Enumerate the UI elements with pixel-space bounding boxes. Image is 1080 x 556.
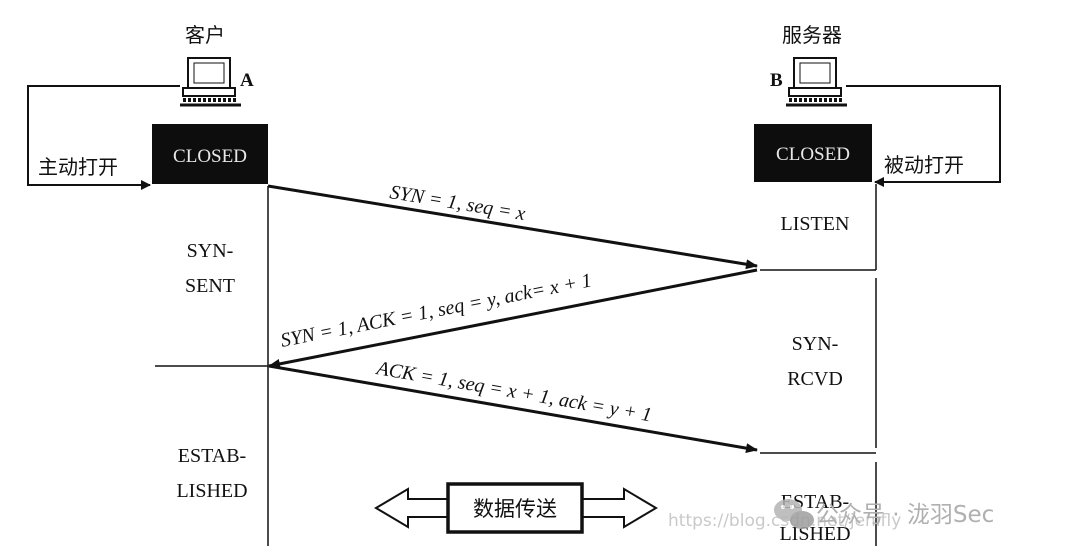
server-closed-box — [754, 124, 872, 182]
client-title: 客户 — [185, 23, 225, 47]
active-open-label: 主动打开 — [38, 155, 118, 179]
data-transfer-left-arrow — [374, 487, 449, 529]
data-transfer-label: 数据传送 — [473, 497, 557, 521]
active-open-arrow — [27, 85, 180, 190]
server-computer-icon — [786, 57, 847, 107]
wechat-icon — [774, 499, 814, 529]
client-state-established-2: LISHED — [176, 480, 247, 502]
passive-open-arrow — [846, 85, 1001, 187]
client-state-established-1: ESTAB- — [178, 445, 246, 467]
server-state-established-2: LISHED — [779, 523, 850, 545]
client-state-syn-sent-2: SENT — [185, 275, 235, 297]
server-host-label: B — [770, 70, 783, 91]
client-computer-icon — [180, 57, 241, 107]
data-transfer-right-arrow — [581, 487, 658, 529]
server-closed-label: CLOSED — [776, 144, 850, 165]
client-closed-box — [152, 124, 268, 184]
client-closed-label: CLOSED — [173, 146, 247, 167]
data-transfer-box — [446, 482, 584, 534]
watermark-account: 公众号 · 泷羽Sec — [816, 502, 994, 528]
server-state-syn-rcvd-1: SYN- — [792, 333, 839, 355]
syn-ack-arrow — [268, 268, 758, 369]
server-state-listen: LISTEN — [781, 213, 850, 235]
watermark-url: https://blog.csdn.net/jenifly — [668, 511, 901, 531]
ack-arrow — [268, 364, 758, 454]
passive-open-label: 被动打开 — [884, 153, 964, 177]
client-host-label: A — [240, 70, 254, 91]
syn-arrow — [267, 184, 758, 270]
server-title: 服务器 — [782, 23, 842, 47]
client-state-syn-sent-1: SYN- — [187, 240, 234, 262]
server-state-syn-rcvd-2: RCVD — [787, 368, 843, 390]
